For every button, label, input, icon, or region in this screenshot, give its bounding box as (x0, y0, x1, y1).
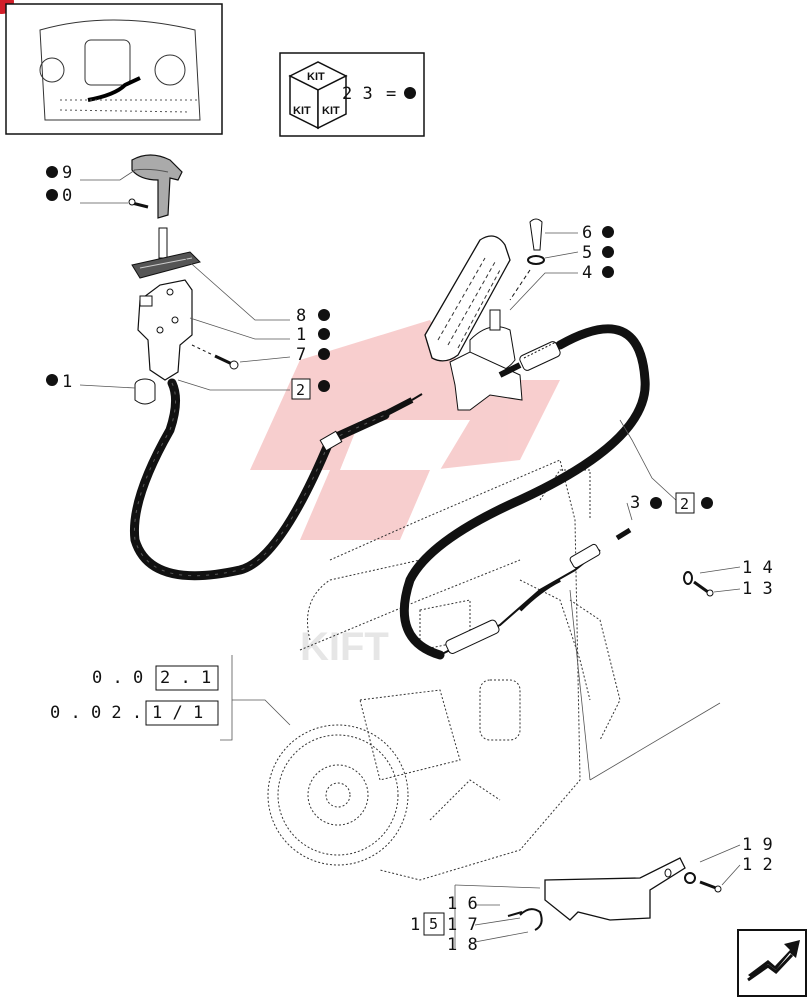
callout-18: 1 8 (447, 935, 478, 955)
callout-17: 1 7 (447, 915, 478, 935)
svg-text:7: 7 (296, 345, 306, 365)
tractor-location-thumbnail (5, 3, 223, 135)
callout-6: 6 (582, 223, 614, 243)
kit-word-right: KIT (322, 105, 340, 117)
washer-5 (527, 255, 545, 265)
svg-text:1 / 1: 1 / 1 (152, 703, 203, 723)
reference-0-02-1[interactable]: 0 . 0 2 . 1 (92, 665, 219, 691)
cable-fitting-bottom (439, 543, 601, 656)
bolt-7 (191, 344, 239, 370)
callout-14: 1 4 (742, 558, 773, 578)
callout-16: 1 6 (447, 894, 478, 914)
svg-text:5: 5 (429, 915, 438, 933)
pedal-to-pump-cable (399, 324, 650, 660)
svg-text:2: 2 (680, 495, 689, 513)
callout-12: 1 2 (742, 855, 773, 875)
rubber-boot-8 (131, 251, 201, 279)
kit-legend-box: KIT KIT KIT 2 3 = (279, 52, 425, 137)
accelerator-pedal (424, 235, 523, 411)
screw-10 (128, 198, 149, 209)
next-page-arrow-icon[interactable] (737, 929, 807, 997)
svg-text:KIFT: KIFT (300, 625, 389, 669)
svg-text:8: 8 (296, 306, 306, 326)
watermark-logo: KIFT (250, 320, 560, 669)
bolt-6 (529, 218, 543, 251)
kit-word-left: KIT (293, 105, 311, 117)
mounting-bracket (507, 857, 722, 931)
cable-fitting-top (498, 341, 561, 378)
reference-0-02-1-1[interactable]: 0 . 0 2 . 1 / 1 (50, 700, 219, 726)
lever-knob (131, 154, 183, 219)
lever-bracket (137, 279, 193, 381)
svg-text:1: 1 (296, 325, 306, 345)
callout-4: 4 (582, 263, 614, 283)
kit-word-top: KIT (307, 71, 325, 83)
svg-text:2: 2 (296, 381, 305, 399)
svg-text:0 . 0: 0 . 0 (92, 668, 143, 688)
callout-10: 0 (46, 186, 72, 206)
callout-19: 1 9 (742, 835, 773, 855)
callout-2a: 2 (291, 378, 330, 400)
screw-13 (683, 571, 714, 597)
callout-13: 1 3 (742, 579, 773, 599)
hand-throttle-cable (129, 378, 390, 581)
callout-2b: 2 (675, 492, 713, 514)
pin-3 (615, 527, 632, 541)
callout-5: 5 (582, 243, 614, 263)
svg-text:9: 9 (62, 163, 72, 183)
callout-1a: 1 (296, 325, 330, 345)
engine-block (267, 459, 621, 881)
leader-lines (79, 169, 741, 948)
kit-dot (404, 87, 416, 99)
callout-3: 3 (630, 493, 662, 513)
kit-number: 2 3 (342, 84, 373, 104)
svg-text:3: 3 (630, 493, 640, 513)
lever-stem (158, 227, 168, 259)
cable-end-fitting (383, 393, 423, 417)
callout-15: 1 5 (410, 912, 445, 936)
svg-text:0: 0 (62, 186, 72, 206)
svg-text:0 . 0 2 .: 0 . 0 2 . (50, 703, 142, 723)
svg-text:2 . 1: 2 . 1 (160, 668, 211, 688)
kit-cube-icon: KIT KIT KIT (288, 61, 348, 130)
svg-text:5: 5 (582, 243, 592, 263)
callout-7: 7 (296, 345, 330, 365)
callout-1b: 1 (46, 372, 72, 392)
callout-9: 9 (46, 163, 72, 183)
bushing-11 (134, 378, 156, 405)
callout-8: 8 (296, 306, 330, 326)
svg-text:4: 4 (582, 263, 592, 283)
svg-text:6: 6 (582, 223, 592, 243)
kit-equals: = (386, 84, 396, 104)
svg-text:1: 1 (410, 915, 420, 935)
svg-text:1: 1 (62, 372, 72, 392)
